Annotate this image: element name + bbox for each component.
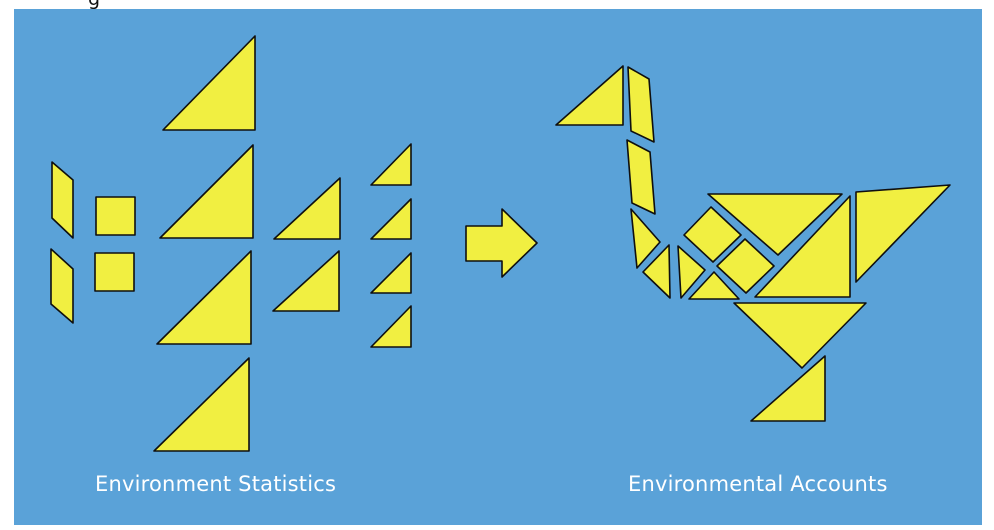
cropped-heading: g [0,0,994,10]
bird-body-square-1 [683,206,742,263]
bird-body-large-triangle [754,195,851,298]
large-triangle-piece-1 [162,35,256,131]
bird-belly-triangle [733,302,867,369]
bird-body-triangle-1 [642,244,671,299]
square-piece-2 [94,252,135,292]
scattered-pieces [50,35,412,452]
right-arrow-icon [465,208,538,278]
environment-statistics-label: Environment Statistics [95,472,337,496]
small-triangle-piece-4 [370,305,412,348]
bird-back-triangle [707,193,843,256]
bird-neck-segment-1 [627,66,655,143]
assembled-bird [555,65,951,422]
large-triangle-piece-2 [159,144,254,239]
parallelogram-piece-2 [50,248,74,324]
large-triangle-piece-3 [156,250,252,345]
medium-triangle-piece-2 [272,250,340,312]
bird-body-triangle-3 [688,271,740,300]
large-triangle-piece-4 [153,357,250,452]
bird-body-triangle-2 [677,245,706,299]
bird-neck-segment-2 [626,139,656,215]
bird-leg-triangle [750,355,826,422]
small-triangle-piece-3 [370,252,412,294]
bird-tail-triangle [855,184,951,283]
parallelogram-piece-1 [51,161,74,239]
environmental-accounts-label: Environmental Accounts [628,472,888,496]
small-triangle-piece-2 [370,198,412,240]
medium-triangle-piece-1 [273,177,341,240]
bird-head-triangle [555,65,624,126]
small-triangle-piece-1 [370,143,412,186]
bird-body-square-2 [716,238,775,294]
square-piece-1 [95,196,136,236]
bird-neck-segment-3 [630,208,661,269]
cropped-heading-text: g [88,0,100,10]
